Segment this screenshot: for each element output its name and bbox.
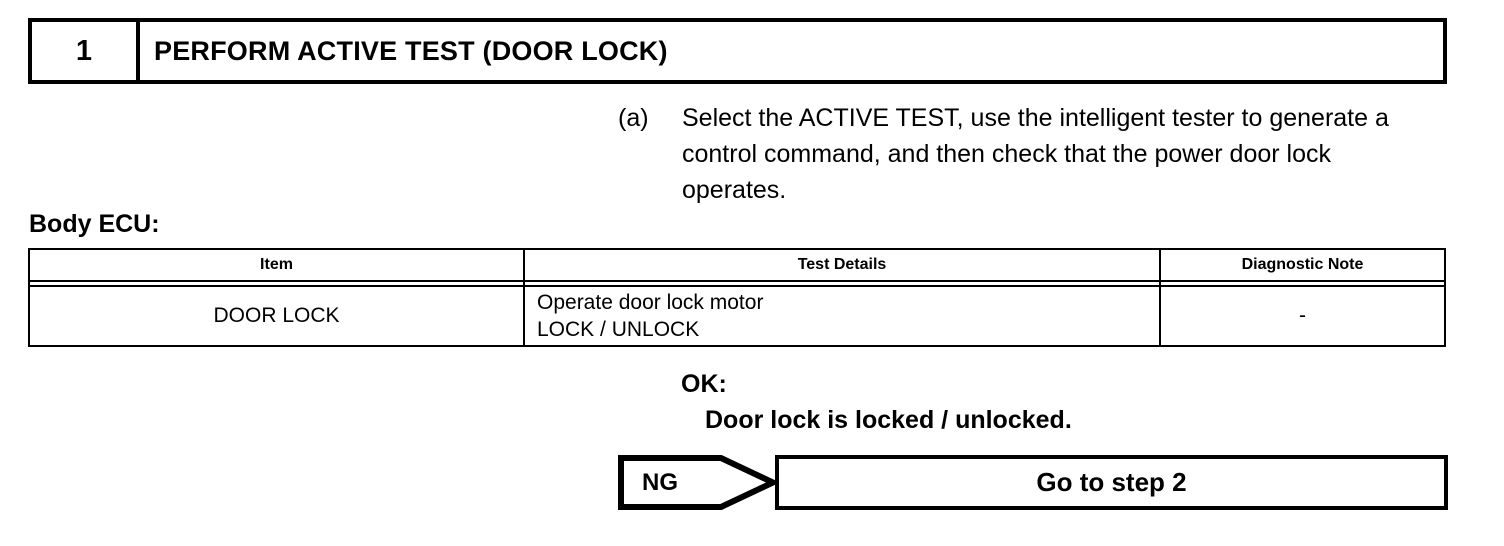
cell-test-details-line-1: Operate door lock motor — [537, 291, 764, 314]
go-to-step-box[interactable]: Go to step 2 — [775, 455, 1448, 510]
column-header-diagnostic-note: Diagnostic Note — [1160, 250, 1444, 282]
table-row: DOOR LOCK Operate door lock motor LOCK /… — [30, 286, 1444, 345]
ng-flow-row: NG Go to step 2 — [618, 455, 1448, 510]
instruction-block: (a) Select the ACTIVE TEST, use the inte… — [618, 100, 1438, 208]
step-title: PERFORM ACTIVE TEST (DOOR LOCK) — [154, 35, 668, 66]
arrow-right-icon — [618, 455, 776, 510]
active-test-table: Item Test Details Diagnostic Note DOOR L… — [28, 248, 1446, 347]
ng-arrow-shape — [618, 455, 776, 510]
ng-label: NG — [642, 468, 678, 496]
step-header-bar: 1 PERFORM ACTIVE TEST (DOOR LOCK) — [28, 18, 1447, 84]
section-label-body-ecu: Body ECU: — [29, 210, 160, 238]
cell-item: DOOR LOCK — [30, 286, 525, 345]
column-header-item: Item — [30, 250, 525, 282]
header-rule-cell-2 — [524, 281, 1161, 287]
ok-result-block: OK: Door lock is locked / unlocked. — [681, 368, 1072, 436]
ok-result-text: Door lock is locked / unlocked. — [705, 406, 1072, 434]
header-rule-cell-1 — [30, 281, 525, 287]
cell-diagnostic-note: - — [1299, 304, 1306, 327]
ok-label: OK: — [681, 370, 727, 398]
header-rule-cell-3 — [1160, 281, 1444, 287]
cell-test-details-line-2: LOCK / UNLOCK — [537, 318, 700, 341]
instruction-marker: (a) — [618, 104, 649, 132]
step-number: 1 — [32, 22, 140, 80]
table-header-row: Item Test Details Diagnostic Note — [30, 250, 1444, 282]
column-header-test-details: Test Details — [524, 250, 1161, 282]
cell-test-details: Operate door lock motor LOCK / UNLOCK — [524, 286, 1161, 345]
table-header-rule — [30, 281, 1444, 287]
instruction-text: Select the ACTIVE TEST, use the intellig… — [682, 104, 1389, 204]
